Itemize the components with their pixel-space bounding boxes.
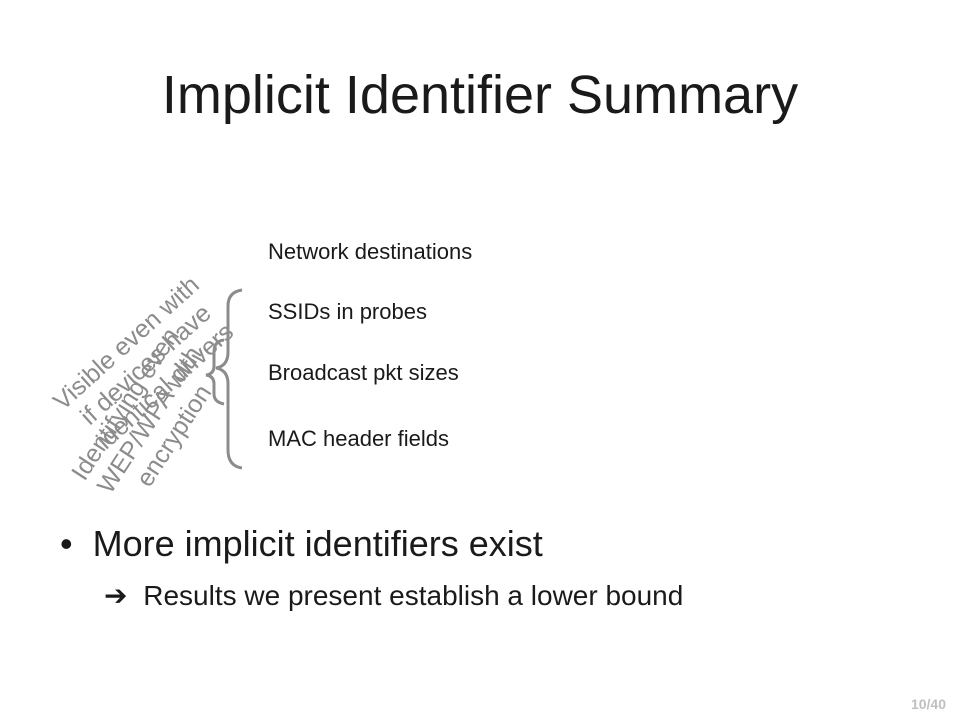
bullet-text: More implicit identifiers exist <box>92 523 543 564</box>
sub-bullet-text: Results we present establish a lower bou… <box>143 580 684 611</box>
slide-title: Implicit Identifier Summary <box>161 65 799 125</box>
bullet-item: • More implicit identifiers exist <box>60 522 543 566</box>
large-brace <box>215 288 243 470</box>
identifier-network-destinations: Network destinations <box>268 239 473 264</box>
identifier-mac-header-fields: MAC header fields <box>268 426 449 451</box>
identifier-broadcast-pkt-sizes: Broadcast pkt sizes <box>268 360 459 385</box>
small-brace <box>205 338 225 406</box>
page-number: 10/40 <box>910 696 946 712</box>
bullet-symbol: • <box>60 523 73 564</box>
identifier-ssids-in-probes: SSIDs in probes <box>268 299 427 324</box>
arrow-icon: ➔ <box>104 579 128 612</box>
sub-bullet-item: ➔ Results we present establish a lower b… <box>104 578 683 614</box>
